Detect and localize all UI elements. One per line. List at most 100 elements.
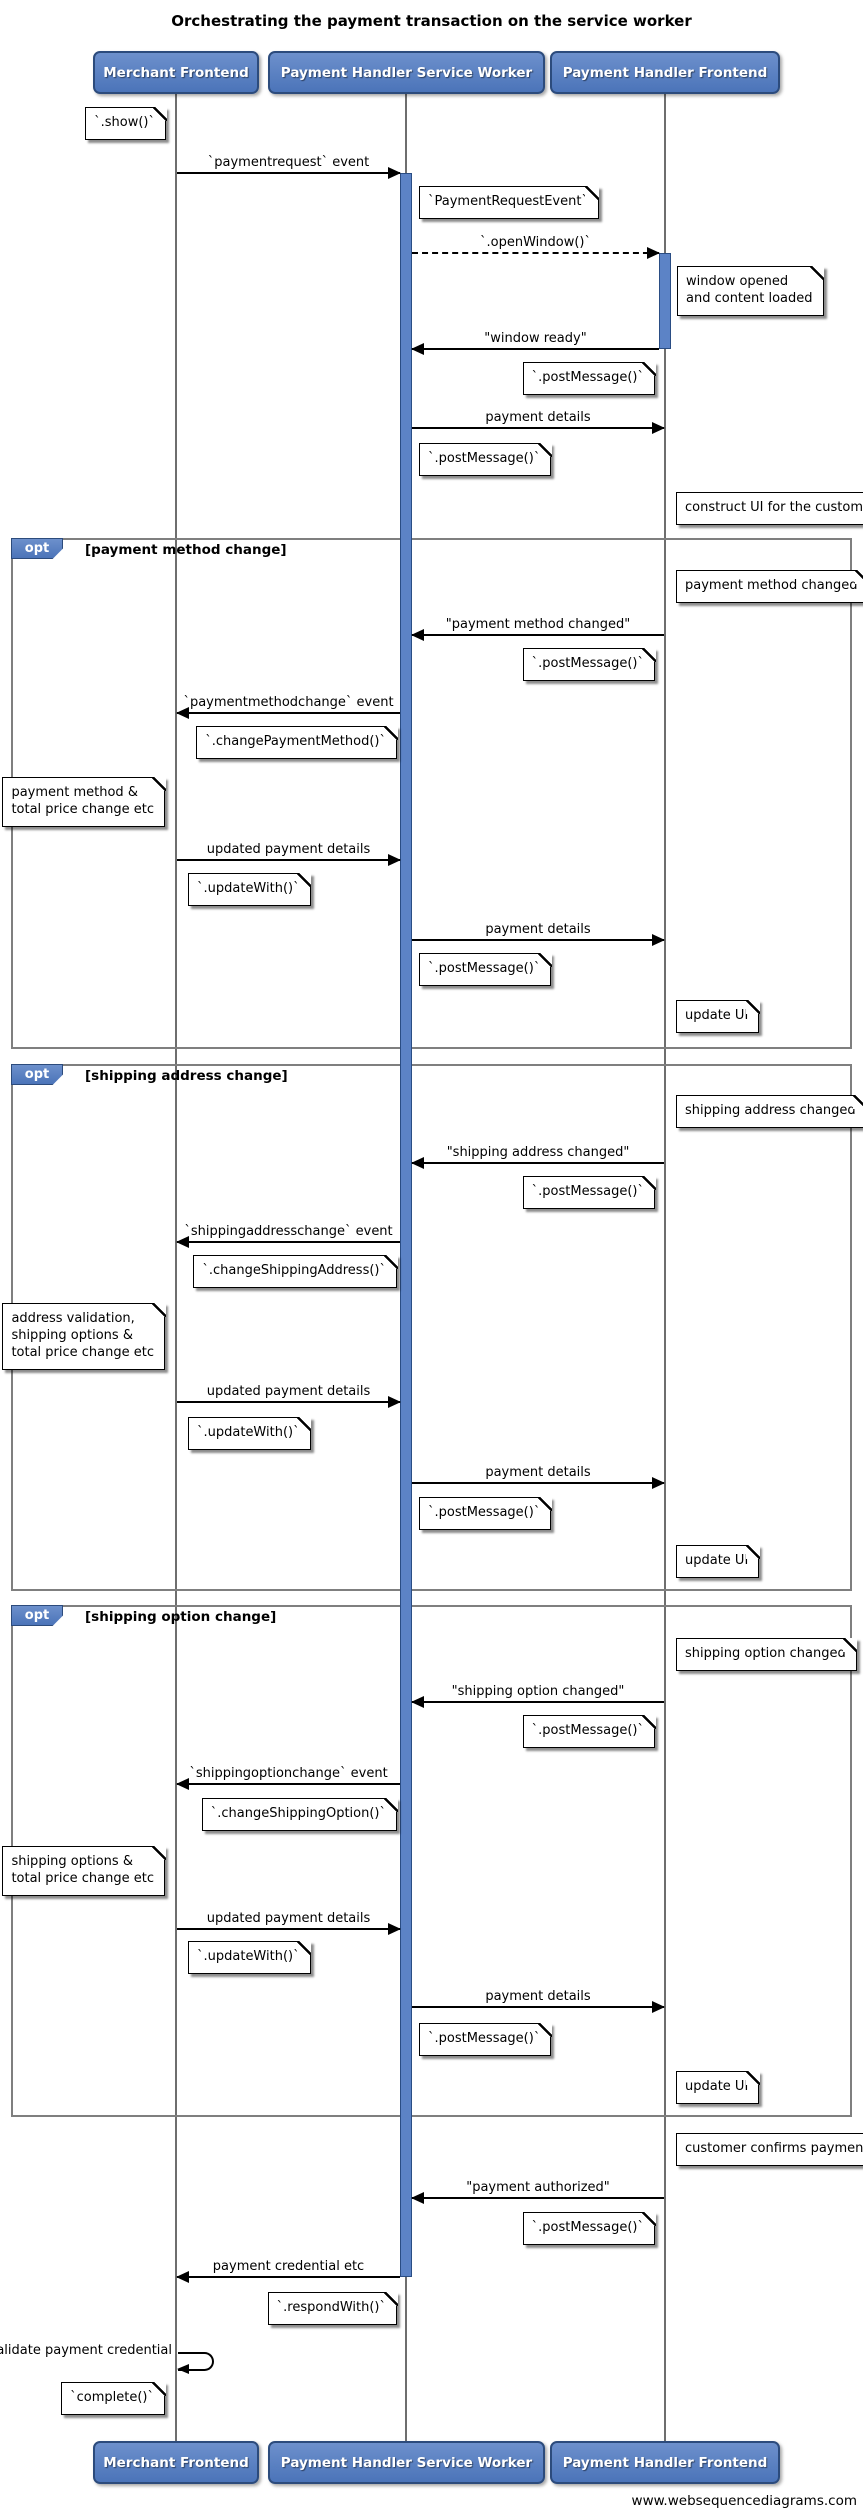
self-message-loop xyxy=(178,2352,214,2371)
message-label: `paymentmethodchange` event xyxy=(183,695,394,710)
note-shipping-option-changed: shipping option changed xyxy=(676,1637,857,1671)
opt-condition-label: [payment method change] xyxy=(85,542,287,558)
arrow-line xyxy=(412,2006,664,2008)
message-label: payment details xyxy=(485,1465,591,1480)
note-shipping-address-changed: shipping address changed xyxy=(676,1094,863,1128)
arrowhead-right-icon xyxy=(388,1396,401,1408)
arrowhead-right-icon xyxy=(652,934,665,946)
note-payment-method-changed: payment method changed xyxy=(676,569,863,603)
arrow-line-dashed xyxy=(412,252,659,254)
opt-keyword-tab: opt xyxy=(11,1605,63,1626)
note-update-ui: update UI xyxy=(676,999,761,1033)
note-respond-with: `.respondWith()` xyxy=(267,2291,398,2325)
arrowhead-left-icon xyxy=(176,2271,189,2283)
message-paymentrequest-event: `paymentrequest` event xyxy=(177,155,401,179)
note-payment-method-total-price: payment method & total price change etc xyxy=(2,776,166,827)
message-label: "payment method changed" xyxy=(445,617,631,632)
arrowhead-left-icon xyxy=(176,1778,189,1790)
note-construct-ui: construct UI for the customer xyxy=(676,492,863,525)
message-payment-details: payment details xyxy=(412,1989,665,2013)
arrow-line xyxy=(177,172,400,174)
message-label: payment details xyxy=(485,410,591,425)
note-change-shipping-option: `.changeShippingOption()` xyxy=(201,1797,398,1831)
message-shipping-address-changed: "shipping address changed" xyxy=(411,1145,664,1169)
arrowhead-right-icon xyxy=(652,1477,665,1489)
arrow-line xyxy=(412,1482,664,1484)
arrow-line xyxy=(412,634,664,636)
message-updated-payment-details: updated payment details xyxy=(177,842,401,866)
watermark-websequencediagrams: www.websequencediagrams.com xyxy=(631,2493,857,2509)
arrow-line xyxy=(412,348,659,350)
message-label: updated payment details xyxy=(206,1384,371,1399)
message-paymentmethodchange-event: `paymentmethodchange` event xyxy=(176,695,400,719)
message-label: updated payment details xyxy=(206,1911,371,1926)
note-post-message: `.postMessage()` xyxy=(522,361,656,395)
note-change-shipping-address: `.changeShippingAddress()` xyxy=(193,1254,398,1288)
arrowhead-left-icon xyxy=(176,1236,189,1248)
note-show: `.show()` xyxy=(85,106,167,140)
arrowhead-left-icon xyxy=(177,2364,189,2374)
message-label: "shipping option changed" xyxy=(451,1684,625,1699)
message-label: "window ready" xyxy=(484,331,587,346)
arrowhead-right-icon xyxy=(652,2001,665,2013)
participant-merchant-frontend-top: Merchant Frontend xyxy=(93,51,259,94)
message-open-window: `.openWindow()` xyxy=(412,235,660,259)
message-label: updated payment details xyxy=(206,842,371,857)
message-label: `.openWindow()` xyxy=(480,235,591,250)
arrow-line xyxy=(412,427,664,429)
arrowhead-right-icon xyxy=(647,247,660,259)
arrowhead-left-icon xyxy=(176,707,189,719)
message-payment-credential-etc: payment credential etc xyxy=(176,2259,400,2283)
opt-condition-label: [shipping option change] xyxy=(85,1609,277,1625)
message-label: `shippingoptionchange` event xyxy=(189,1766,388,1781)
note-post-message: `.postMessage()` xyxy=(522,1714,656,1748)
opt-condition-label: [shipping address change] xyxy=(85,1068,288,1084)
message-payment-details: payment details xyxy=(412,410,665,434)
arrow-line xyxy=(177,2276,400,2278)
note-update-with: `.updateWith()` xyxy=(188,872,311,906)
note-post-message: `.postMessage()` xyxy=(522,2211,656,2245)
participant-service-worker-top: Payment Handler Service Worker xyxy=(268,51,545,94)
lifeline-payment-handler-frontend xyxy=(664,94,666,2441)
activation-payment-handler-frontend xyxy=(659,253,671,349)
arrow-line xyxy=(177,1401,400,1403)
participant-merchant-frontend-bottom: Merchant Frontend xyxy=(93,2441,259,2484)
arrow-line xyxy=(177,1928,400,1930)
participant-payment-handler-frontend-bottom: Payment Handler Frontend xyxy=(550,2441,780,2484)
note-change-payment-method: `.changePaymentMethod()` xyxy=(196,725,398,759)
message-label: payment credential etc xyxy=(212,2259,365,2274)
message-shippingoptionchange-event: `shippingoptionchange` event xyxy=(176,1766,400,1790)
opt-keyword-tab: opt xyxy=(11,1064,63,1085)
note-post-message: `.postMessage()` xyxy=(419,1496,553,1530)
lifeline-merchant-frontend xyxy=(175,94,177,2441)
message-label: `paymentrequest` event xyxy=(207,155,370,170)
arrowhead-left-icon xyxy=(411,629,424,641)
participant-service-worker-bottom: Payment Handler Service Worker xyxy=(268,2441,545,2484)
note-update-with: `.updateWith()` xyxy=(188,1416,311,1450)
note-update-ui: update UI xyxy=(676,1544,761,1578)
arrowhead-left-icon xyxy=(411,1696,424,1708)
activation-service-worker xyxy=(400,173,412,2277)
message-payment-method-changed: "payment method changed" xyxy=(411,617,664,641)
note-post-message: `.postMessage()` xyxy=(522,1175,656,1209)
note-update-ui: update UI xyxy=(676,2070,761,2104)
message-label: payment details xyxy=(485,922,591,937)
message-payment-details: payment details xyxy=(412,1465,665,1489)
arrow-line xyxy=(412,2197,664,2199)
message-window-ready: "window ready" xyxy=(411,331,659,355)
message-label: payment details xyxy=(485,1989,591,2004)
note-post-message: `.postMessage()` xyxy=(522,647,656,681)
arrow-line xyxy=(177,859,400,861)
message-label: `shippingaddresschange` event xyxy=(184,1224,393,1239)
arrowhead-left-icon xyxy=(411,1157,424,1169)
arrow-line xyxy=(412,939,664,941)
note-post-message: `.postMessage()` xyxy=(419,952,553,986)
self-message-validate-label: validate payment credential xyxy=(0,2343,172,2358)
arrow-line xyxy=(177,1783,400,1785)
message-label: "payment authorized" xyxy=(466,2180,610,2195)
diagram-title: Orchestrating the payment transaction on… xyxy=(171,12,692,30)
arrow-line xyxy=(412,1162,664,1164)
arrowhead-right-icon xyxy=(652,422,665,434)
participant-payment-handler-frontend-top: Payment Handler Frontend xyxy=(550,51,780,94)
message-updated-payment-details: updated payment details xyxy=(177,1911,401,1935)
